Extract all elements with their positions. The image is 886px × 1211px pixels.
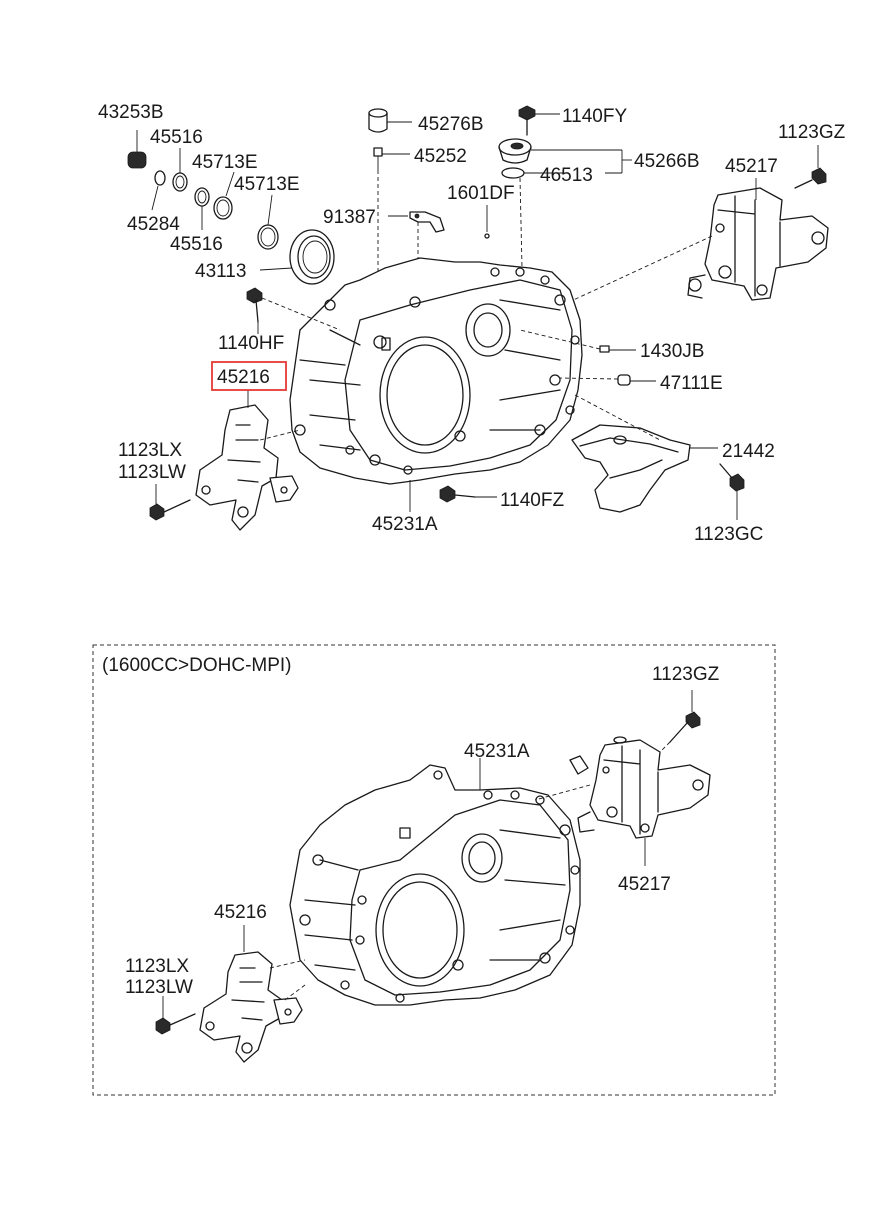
bolt-1123lx-lw-variant — [155, 996, 196, 1035]
variant-section: (1600CC>DOHC-MPI) — [92, 644, 776, 1096]
seal-45713e-a — [213, 171, 235, 220]
label-91387[interactable]: 91387 — [323, 207, 376, 228]
label-45231a-upper[interactable]: 45231A — [372, 514, 438, 535]
label-45216-variant[interactable]: 45216 — [214, 902, 267, 923]
mount-bracket-45217 — [529, 178, 829, 321]
pin-1430jb — [519, 329, 636, 353]
label-1430jb[interactable]: 1430JB — [640, 341, 704, 362]
pin-47111e — [559, 374, 656, 386]
transaxle-housing-45231a — [289, 257, 583, 512]
label-1140fz[interactable]: 1140FZ — [500, 490, 564, 511]
bolt-1140fz — [439, 485, 497, 503]
bracket-45216-upper — [195, 390, 301, 531]
cap-45276b — [368, 108, 412, 133]
seal-45713e-b — [257, 194, 279, 250]
label-1123lw-upper[interactable]: 1123LW — [118, 462, 186, 483]
highlight-box-45216 — [211, 361, 287, 391]
label-45266b[interactable]: 45266B — [634, 151, 700, 172]
bracket-45216-variant — [199, 925, 306, 1063]
label-1123lw-variant[interactable]: 1123LW — [125, 977, 193, 998]
label-1123lx-upper[interactable]: 1123LX — [118, 440, 182, 461]
label-45284[interactable]: 45284 — [127, 214, 180, 235]
pin-1601df — [484, 205, 490, 239]
label-45231a-variant[interactable]: 45231A — [464, 741, 530, 762]
label-1140fy[interactable]: 1140FY — [562, 106, 627, 127]
transaxle-housing-45231a-variant — [289, 758, 581, 1006]
washer-45516-lower — [194, 187, 210, 230]
label-1140hf[interactable]: 1140HF — [218, 333, 284, 354]
label-45276b[interactable]: 45276B — [418, 114, 484, 135]
mount-bracket-45217-variant — [534, 736, 711, 866]
bearing-43253b — [127, 130, 147, 169]
label-46513[interactable]: 46513 — [540, 165, 593, 186]
bolt-1140hf — [246, 287, 341, 334]
label-45252[interactable]: 45252 — [414, 146, 467, 167]
label-47111e[interactable]: 47111E — [660, 373, 723, 394]
label-1123gz-upper[interactable]: 1123GZ — [778, 122, 846, 143]
variant-title: (1600CC>DOHC-MPI) — [102, 655, 292, 676]
washer-45516-upper — [172, 148, 188, 192]
label-43253b[interactable]: 43253B — [98, 102, 164, 123]
label-1601df[interactable]: 1601DF — [447, 183, 515, 204]
label-1123lx-variant[interactable]: 1123LX — [125, 956, 189, 977]
label-21442[interactable]: 21442 — [722, 441, 775, 462]
bolt-1123gz-variant — [659, 690, 701, 753]
label-45713e-a[interactable]: 45713E — [192, 152, 258, 173]
upper-assembly: 43253B 45516 45713E 45713E 45284 45516 4… — [98, 102, 846, 545]
label-45713e-b[interactable]: 45713E — [234, 174, 300, 195]
bolt-1123lx-lw-upper — [149, 484, 191, 521]
heat-shield-21442 — [571, 394, 718, 513]
label-1123gz-variant[interactable]: 1123GZ — [652, 664, 720, 685]
bolt-1140fy — [518, 105, 560, 136]
o-ring-45284 — [151, 170, 166, 211]
oil-seal-43113 — [259, 229, 335, 285]
label-45216-upper[interactable]: 45216 — [217, 367, 270, 388]
variant-dashed-frame — [92, 644, 776, 1096]
plug-45266b — [498, 138, 632, 269]
label-45217-upper[interactable]: 45217 — [725, 156, 778, 177]
label-43113[interactable]: 43113 — [195, 261, 246, 282]
bolt-1123gc — [719, 463, 745, 520]
label-45516-a[interactable]: 45516 — [150, 127, 203, 148]
label-1123gc[interactable]: 1123GC — [694, 524, 763, 545]
label-45217-variant[interactable]: 45217 — [618, 874, 671, 895]
label-45516-b[interactable]: 45516 — [170, 234, 223, 255]
bolt-1123gz-upper — [794, 145, 827, 189]
pin-45252 — [373, 147, 410, 335]
